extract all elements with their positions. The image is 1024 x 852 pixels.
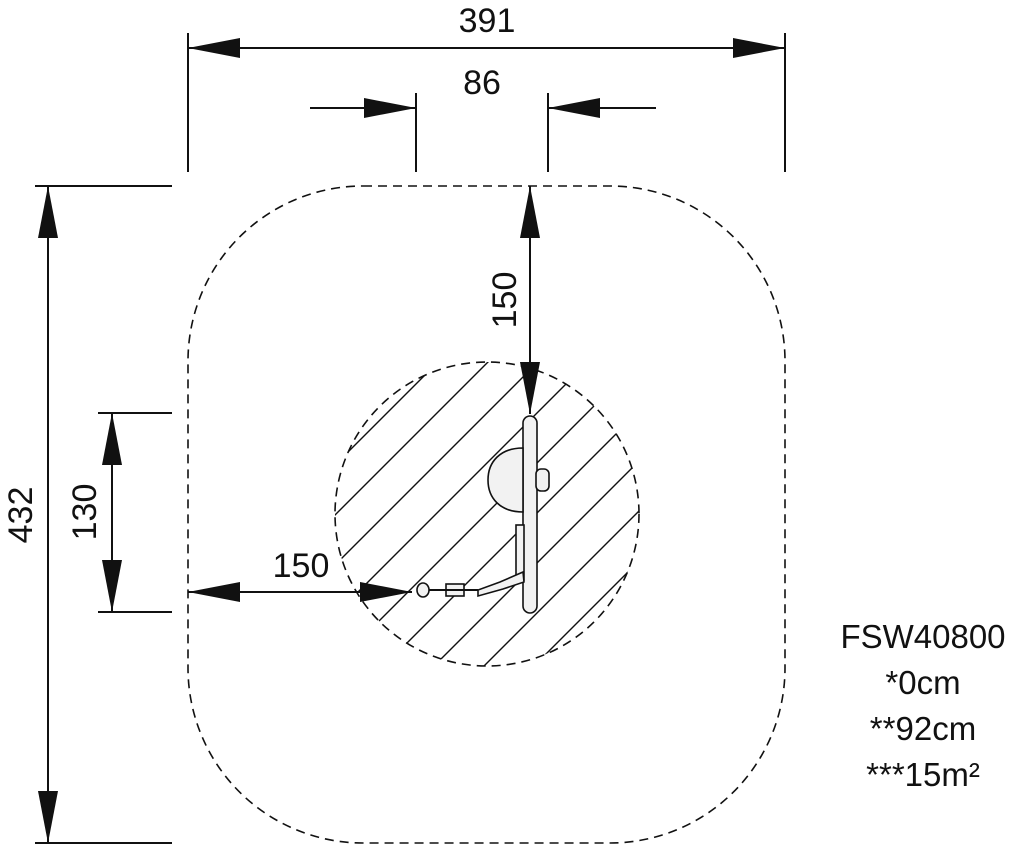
equipment-seat: [487, 447, 524, 513]
dim-side-clearance-label: 150: [273, 547, 330, 585]
dim-overall-height: 432: [2, 185, 172, 844]
equipment-handle-right: [535, 468, 550, 492]
dim-overall-width-label: 391: [459, 2, 516, 40]
equipment-handle-left: [416, 582, 430, 598]
spec-line-1: *0cm: [885, 664, 960, 701]
equipment-arm: [477, 570, 525, 598]
dim-side-height: 130: [66, 412, 172, 613]
equipment-top-view: [416, 415, 550, 614]
dim-overall-height-label: 432: [2, 487, 40, 544]
dim-top-clearance-label: 150: [486, 272, 524, 329]
dim-top-clearance: 150: [486, 186, 540, 414]
dim-side-height-label: 130: [66, 484, 104, 541]
spec-line-3: ***15m²: [866, 756, 980, 793]
model-number: FSW40800: [840, 618, 1005, 655]
dim-side-clearance: 150: [188, 547, 412, 602]
dim-post-width: 86: [310, 64, 656, 172]
equipment-post: [522, 415, 538, 614]
impact-area-circle: [334, 361, 640, 667]
spec-block: FSW40800 *0cm **92cm ***15m²: [840, 618, 1005, 793]
dim-post-width-label: 86: [463, 64, 501, 102]
dim-overall-width: 391: [187, 2, 786, 172]
spec-line-2: **92cm: [870, 710, 976, 747]
outer-safety-zone: [187, 185, 786, 844]
